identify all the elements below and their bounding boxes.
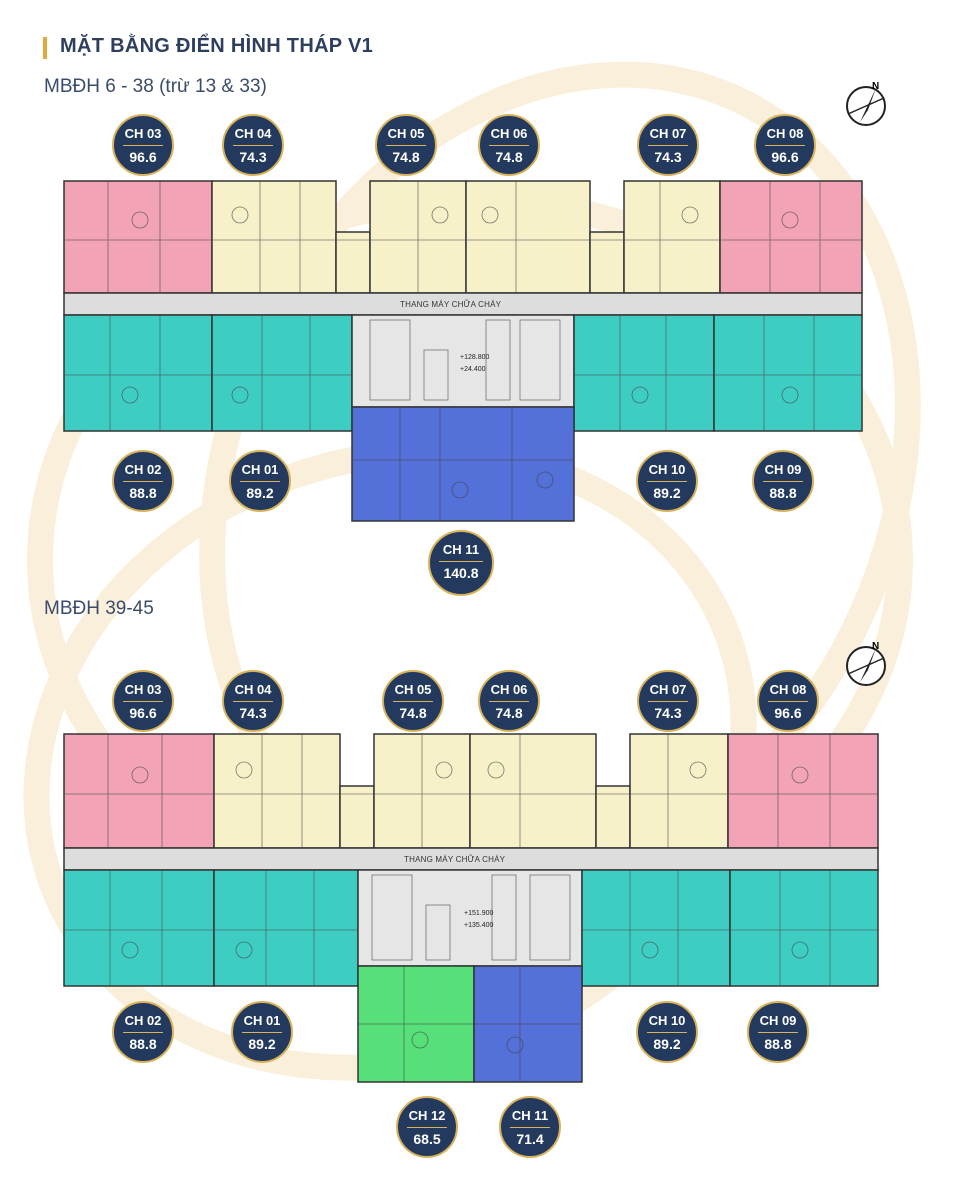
unit-ch04-ext (339, 785, 375, 849)
unit-ch03-area (63, 180, 213, 294)
unit-ch10-area (581, 869, 731, 987)
unit-ch04-area (211, 180, 337, 294)
corridor-label: THANG MÁY CHỮA CHÁY (404, 855, 506, 864)
compass-icon: N (846, 641, 886, 686)
unit-ch03-area (63, 733, 215, 849)
elevation-label: +135.400 (464, 922, 494, 929)
unit-ch06-area (469, 733, 597, 849)
compass-icon: N (846, 81, 886, 126)
corridor-label: THANG MÁY CHỮA CHÁY (400, 300, 502, 309)
unit-ch02-area (63, 314, 213, 432)
page-title: MẶT BẰNG ĐIỂN HÌNH THÁP V1 (60, 35, 374, 57)
unit-ch09-area (729, 869, 879, 987)
unit-ch09-area (713, 314, 863, 432)
elevation-label: +151.900 (464, 910, 494, 917)
svg-text:N: N (872, 81, 879, 92)
plan-2-subtitle: MBĐH 39-45 (44, 598, 154, 619)
svg-text:N: N (872, 641, 879, 652)
title-accent-bar (43, 37, 47, 59)
unit-ch07-area (629, 733, 729, 849)
unit-ch07-ext (595, 785, 631, 849)
plan-1-subtitle: MBĐH 6 - 38 (trừ 13 & 33) (44, 76, 267, 97)
unit-ch01-area (211, 314, 353, 432)
unit-ch10-area (573, 314, 715, 432)
unit-ch02-area (63, 869, 215, 987)
core (351, 314, 575, 408)
unit-ch04-ext (335, 231, 371, 294)
core (357, 869, 583, 967)
elevation-label: +128.800 (460, 354, 490, 361)
unit-ch08-area (719, 180, 863, 294)
unit-ch08-area (727, 733, 879, 849)
unit-ch11-area (351, 406, 575, 522)
unit-ch04-area (213, 733, 341, 849)
elevation-label: +24.400 (460, 366, 486, 373)
unit-ch01-area (213, 869, 359, 987)
